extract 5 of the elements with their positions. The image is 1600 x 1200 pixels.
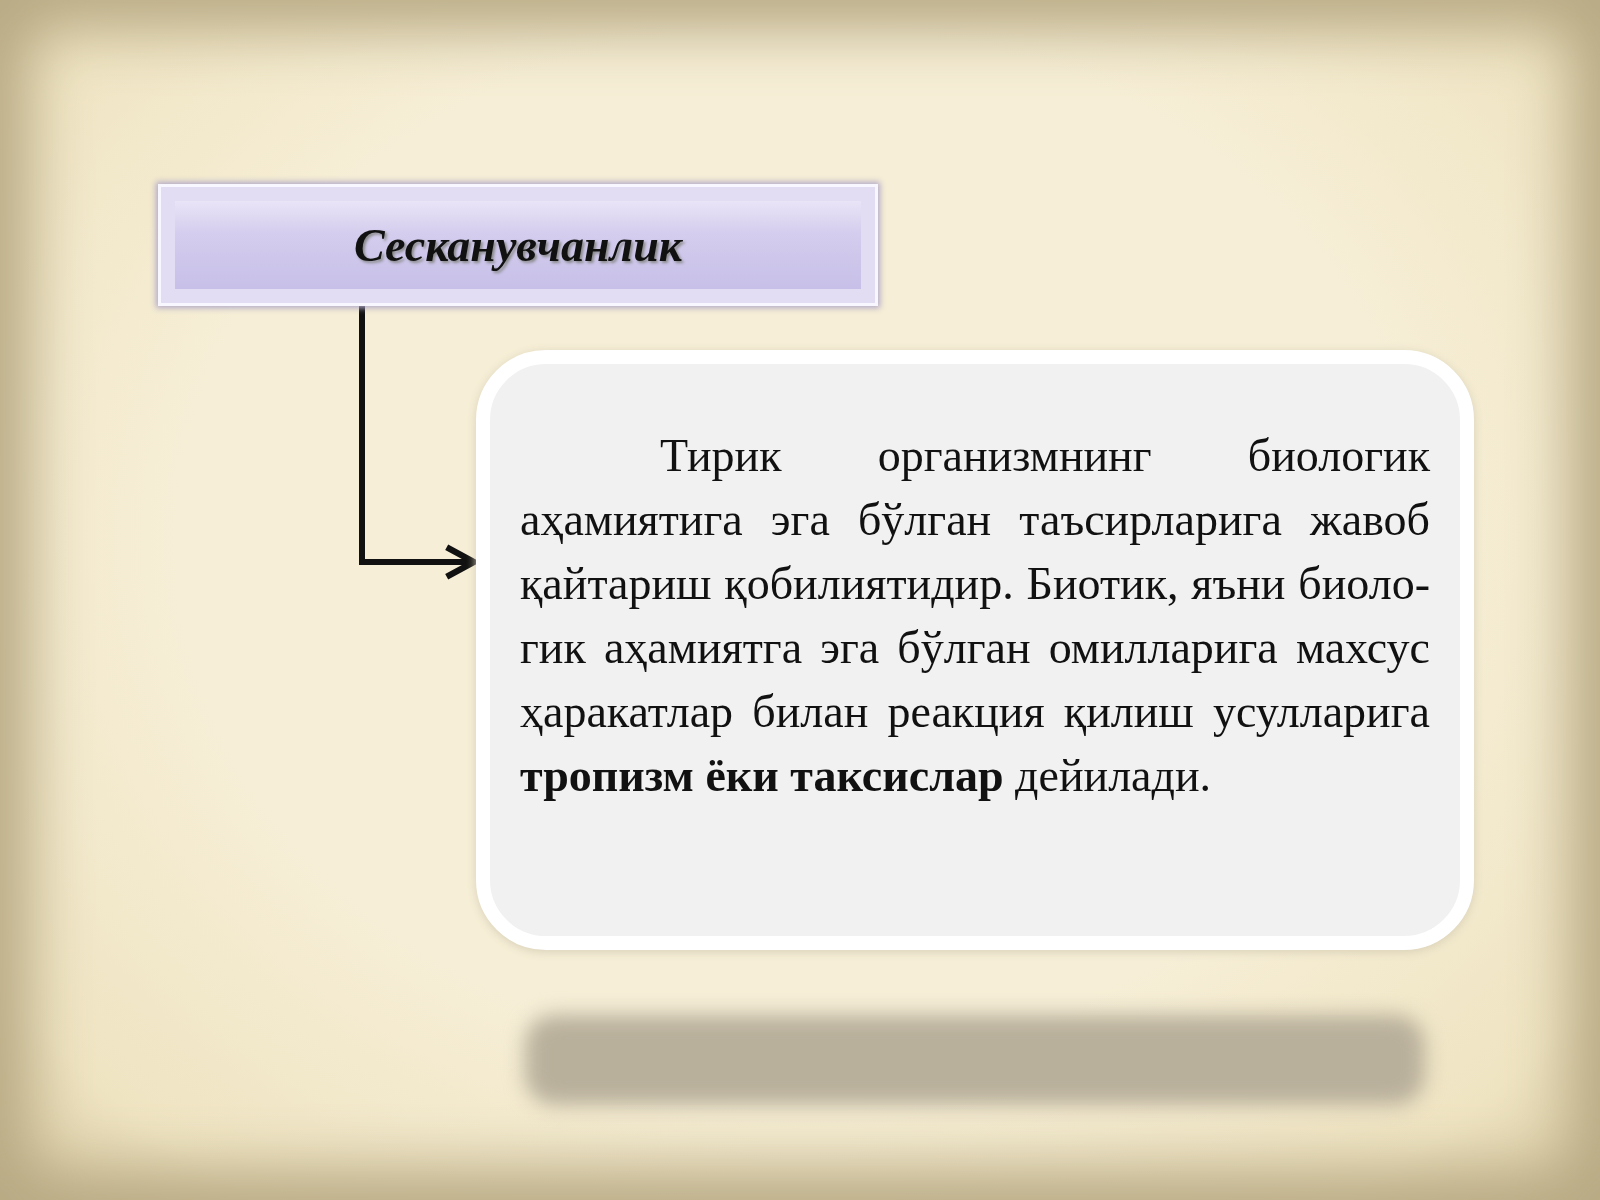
title-box [158, 184, 878, 306]
title-text: Сесканувчанлик [353, 218, 683, 272]
body-paragraph: Тирик организмнинг биологик аҳамиятига эга бўлган таъсирларига жавоб қайтариш қобилиятидир. Биотик, яъни биоло-гик аҳамиятга эга бўлган омилларига махсус ҳаракатлар билан реакция қилиш усулларига тропизм ёки таксислар дейилади. [520, 429, 1430, 803]
arrow [359, 306, 478, 580]
text-panel [476, 350, 1474, 950]
